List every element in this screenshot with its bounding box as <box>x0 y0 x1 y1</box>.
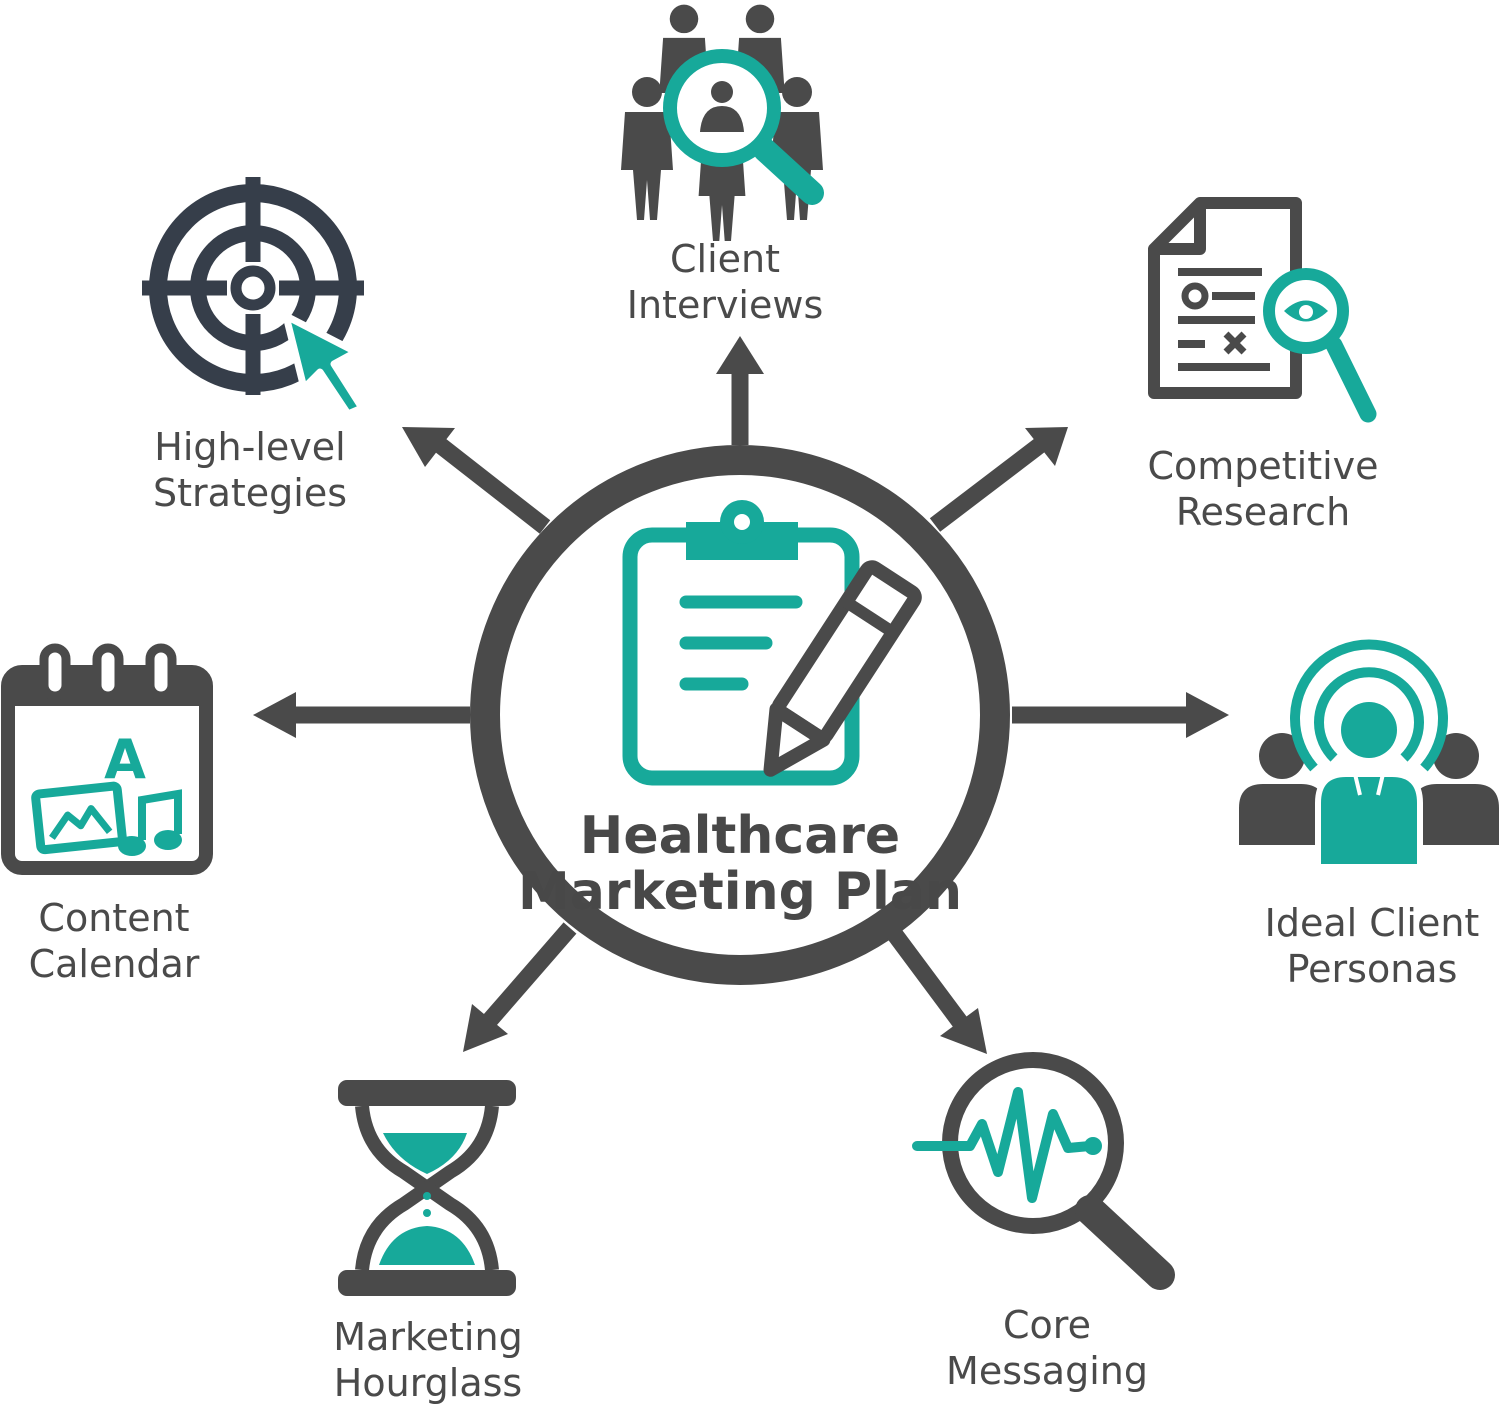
arrow-down-left <box>463 922 577 1052</box>
arrow-down-right <box>886 926 987 1054</box>
label-client-interviews: Client Interviews <box>626 237 824 327</box>
center-title-line2: Marketing Plan <box>517 862 962 922</box>
arrow-up <box>716 336 764 445</box>
document-magnifier-icon <box>1148 197 1377 423</box>
center-title-line1: Healthcare <box>579 806 901 866</box>
label-core-messaging: Core Messaging <box>946 1303 1148 1393</box>
center-ring <box>470 445 1010 985</box>
label-competitive-research: Competitive Research <box>1147 444 1379 534</box>
label-marketing-hourglass: Marketing Hourglass <box>333 1315 523 1405</box>
label-content-calendar: Content Calendar <box>28 896 200 986</box>
arrows <box>253 336 1229 1054</box>
label-high-level-strategies: High-level Strategies <box>152 425 348 515</box>
calendar-media-icon: A <box>1 643 213 875</box>
arrow-right <box>1012 692 1229 738</box>
arrow-up-left <box>402 427 551 534</box>
svg-text:A: A <box>104 728 146 791</box>
target-cursor-icon <box>142 177 366 418</box>
clipboard-pencil-icon <box>622 500 922 786</box>
heartbeat-magnifier-icon <box>912 1052 1175 1290</box>
label-ideal-client-personas: Ideal Client Personas <box>1264 901 1480 991</box>
persona-signal-icon <box>1239 639 1499 870</box>
arrow-left <box>253 692 470 738</box>
people-magnifier-icon <box>621 4 824 242</box>
hourglass-icon <box>338 1080 516 1296</box>
arrow-up-right <box>929 427 1068 532</box>
center-title: Healthcare Marketing Plan <box>440 808 1040 920</box>
